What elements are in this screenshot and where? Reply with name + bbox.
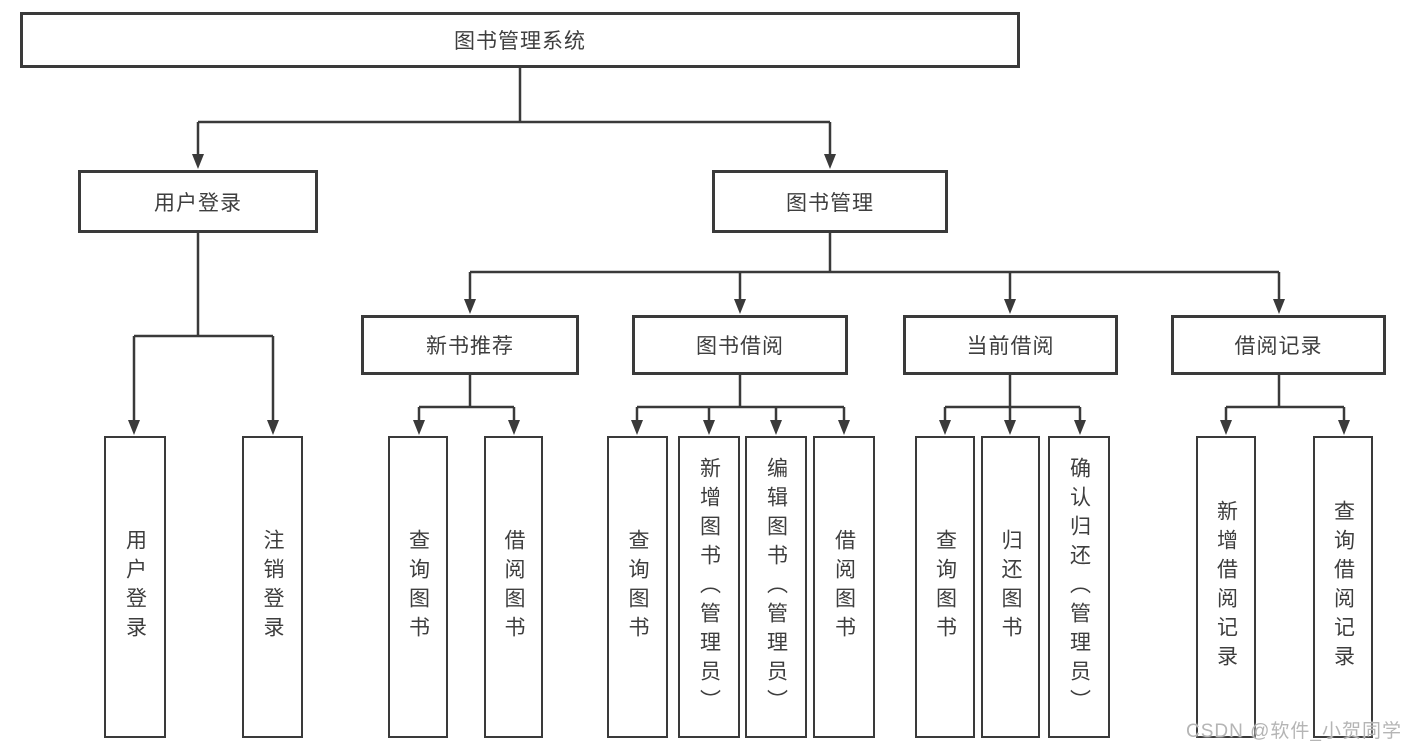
node-current-borrow: 当前借阅	[903, 315, 1118, 375]
leaf-logout: 注销登录	[242, 436, 303, 738]
leaf-br-query-record-label: 查询借阅记录	[1331, 500, 1355, 674]
connector-userlogin-to-leaves	[132, 233, 275, 422]
node-book-management: 图书管理	[712, 170, 948, 233]
connector-root-to-level2	[196, 68, 832, 156]
leaf-cb-query-books-label: 查询图书	[933, 529, 957, 645]
leaf-bb-edit-books-admin-label: 编辑图书（管理员）	[764, 456, 788, 718]
leaf-bb-borrow-books: 借阅图书	[813, 436, 875, 738]
leaf-cb-return-books: 归还图书	[981, 436, 1040, 738]
leaf-bb-edit-books-admin: 编辑图书（管理员）	[745, 436, 807, 738]
node-current-borrow-label: 当前借阅	[966, 335, 1055, 358]
connector-current-to-leaves	[943, 375, 1082, 422]
node-root-label: 图书管理系统	[454, 30, 586, 53]
leaf-bb-query-books: 查询图书	[607, 436, 668, 738]
leaf-nbr-borrow-books-label: 借阅图书	[502, 529, 525, 645]
leaf-nbr-query-books-label: 查询图书	[406, 529, 430, 645]
leaf-nbr-borrow-books: 借阅图书	[484, 436, 543, 738]
leaf-logout-label: 注销登录	[261, 529, 284, 645]
leaf-cb-confirm-return-admin: 确认归还（管理员）	[1048, 436, 1110, 738]
watermark: CSDN @软件_小贺同学	[1186, 721, 1402, 742]
node-new-book-recommend-label: 新书推荐	[426, 335, 514, 358]
node-book-borrow: 图书借阅	[632, 315, 848, 375]
node-new-book-recommend: 新书推荐	[361, 315, 579, 375]
leaf-br-add-record-label: 新增借阅记录	[1214, 500, 1238, 674]
node-user-login: 用户登录	[78, 170, 318, 233]
leaf-br-add-record: 新增借阅记录	[1196, 436, 1256, 738]
node-user-login-label: 用户登录	[154, 191, 242, 215]
leaf-bb-borrow-books-label: 借阅图书	[832, 529, 856, 645]
connector-bookmgmt-to-level3	[468, 233, 1281, 301]
leaf-user-login-label: 用户登录	[123, 529, 147, 645]
arrowheads	[128, 154, 1350, 435]
leaf-bb-add-books-admin-label: 新增图书（管理员）	[697, 456, 721, 718]
leaf-bb-add-books-admin: 新增图书（管理员）	[678, 436, 740, 738]
leaf-br-query-record: 查询借阅记录	[1313, 436, 1373, 738]
connector-newbooks-to-leaves	[417, 375, 516, 422]
connector-records-to-leaves	[1224, 375, 1346, 422]
node-borrow-records-label: 借阅记录	[1234, 335, 1323, 358]
leaf-user-login: 用户登录	[104, 436, 166, 738]
leaf-nbr-query-books: 查询图书	[388, 436, 448, 738]
node-book-management-label: 图书管理	[786, 191, 874, 215]
leaf-cb-confirm-return-admin-label: 确认归还（管理员）	[1067, 456, 1091, 718]
node-root: 图书管理系统	[20, 12, 1020, 68]
connector-borrow-to-leaves	[635, 375, 846, 422]
leaf-bb-query-books-label: 查询图书	[626, 529, 649, 645]
leaf-cb-return-books-label: 归还图书	[999, 529, 1022, 645]
node-book-borrow-label: 图书借阅	[696, 335, 784, 358]
leaf-cb-query-books: 查询图书	[915, 436, 975, 738]
node-borrow-records: 借阅记录	[1171, 315, 1386, 375]
